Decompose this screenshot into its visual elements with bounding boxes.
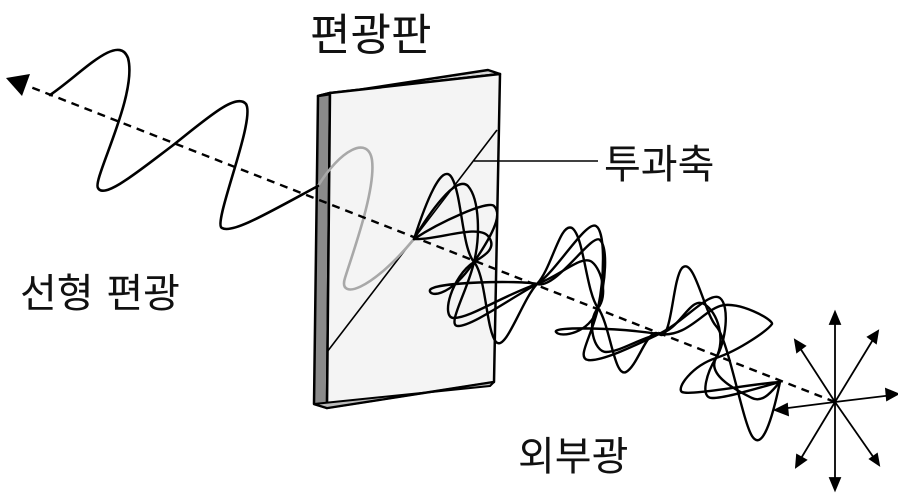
polarizer-plate-bottom (313, 381, 495, 409)
unpolarized-wave-horizontal (412, 203, 782, 394)
linear-polarization-label: 선형 편광 (20, 271, 180, 317)
external-light-label: 외부광 (518, 434, 628, 480)
transmission-axis-label: 투과축 (604, 142, 714, 188)
polarizer-label: 편광판 (310, 10, 431, 61)
unpolarized-wave (412, 172, 782, 442)
unpolarized-wave-diagonal-b (412, 230, 782, 401)
linear-wave (48, 48, 320, 231)
propagation-axis (27, 84, 836, 404)
external-light-star (772, 309, 898, 493)
propagation-arrowhead (6, 74, 30, 96)
linear-wave-behind-plate (316, 146, 416, 291)
polarizer-plate (312, 68, 502, 410)
